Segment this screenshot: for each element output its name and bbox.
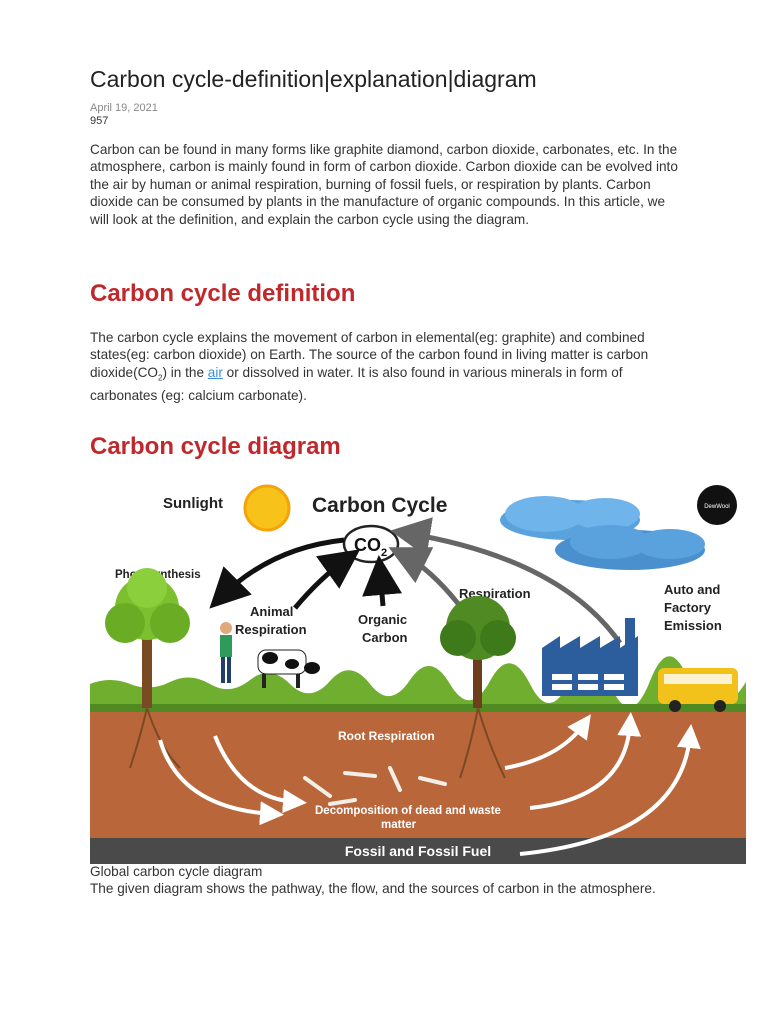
soil-layer [90,706,746,838]
auto-label-1: Auto and [664,582,720,597]
van-icon [658,668,738,712]
logo-text: DewWool [704,504,730,510]
sunlight-label: Sunlight [163,495,223,512]
tree-icon [105,568,190,708]
fossil-label: Fossil and Fossil Fuel [345,843,491,859]
view-count: 957 [90,115,109,127]
fossil-fuel-arrow [519,724,701,856]
animal-respiration-label-2: Respiration [235,622,307,637]
sun-icon [243,484,291,532]
decomposition-arrow-left [158,739,284,826]
organic-carbon-label-2: Carbon [362,630,408,645]
definition-paragraph: The carbon cycle explains the movement o… [90,330,649,403]
decomposition-arrow-mid [213,735,307,814]
tree-icon [440,596,516,708]
organic-carbon-label-1: Organic [358,612,407,627]
carbon-cycle-diagram: Fossil and Fossil Fuel Sunlight Carbon C… [90,478,746,864]
dewwool-logo [697,485,737,525]
fossil-band [90,838,746,864]
diagram-heading: Carbon cycle diagram [90,433,341,460]
animal-respiration-label-1: Animal [250,604,293,619]
grass-strip [90,656,746,712]
root-respiration-arrow [504,714,591,770]
article-title: Carbon cycle-definition|explanation|diag… [90,66,537,92]
cloud-icon [500,496,705,570]
animal-respiration-arrow [293,549,361,610]
respiration-arrow [388,547,462,608]
factory-icon [542,618,638,696]
diagram-caption: Global carbon cycle diagram [90,864,263,879]
air-link[interactable]: air [207,364,223,380]
diagram-title: Carbon Cycle [312,494,447,517]
decomposition-label-2: matter [381,819,417,831]
person-icon [220,622,232,683]
auto-label-3: Emission [664,618,722,633]
root-respiration-label: Root Respiration [338,729,435,743]
publish-date: April 19, 2021 [90,102,158,114]
decomposition-arrow-right [529,712,642,810]
definition-heading: Carbon cycle definition [90,280,356,307]
emission-arrow [390,517,623,645]
bones-icon [303,766,447,806]
photosynthesis-arrow [209,537,345,609]
intro-paragraph: Carbon can be found in many forms like g… [90,142,678,227]
co2-label: CO2 [354,535,387,559]
decomposition-label-1: Decomposition of dead and waste [315,805,501,817]
diagram-description: The given diagram shows the pathway, the… [90,881,656,896]
organic-carbon-arrow [362,555,403,607]
auto-label-2: Factory [664,600,712,615]
cow-icon [257,649,320,688]
